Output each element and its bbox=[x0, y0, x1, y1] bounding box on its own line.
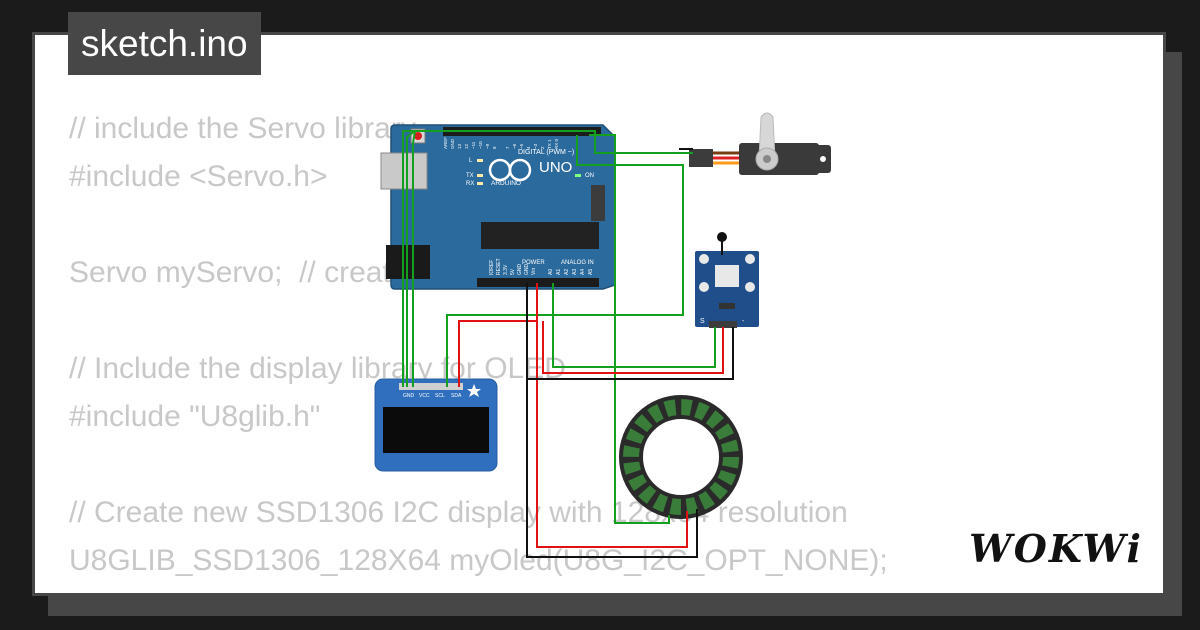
code-line: U8GLIB_SSD1306_128X64 myOled(U8G_I2C_OPT… bbox=[69, 544, 888, 577]
atmega-chip bbox=[481, 222, 599, 249]
ntc-pin-label-s: S bbox=[700, 318, 705, 325]
arduino-logo-right bbox=[508, 158, 532, 182]
reset-button-cap bbox=[414, 132, 422, 140]
pin-label: GND bbox=[517, 264, 523, 276]
code-line: #include <Servo.h> bbox=[69, 160, 328, 193]
oled-pin-label: SCL bbox=[435, 393, 445, 399]
pin-label: 3.3V bbox=[503, 264, 509, 275]
oled-pin-label: VCC bbox=[419, 393, 430, 399]
pin-label: AREF bbox=[443, 137, 448, 149]
pin-label: 7 bbox=[505, 146, 510, 149]
pin-label: A2 bbox=[564, 269, 570, 275]
code-line: // Create new SSD1306 I2C display with 1… bbox=[69, 496, 848, 529]
oled-pin-header bbox=[399, 383, 463, 390]
servo-motor[interactable] bbox=[689, 112, 831, 175]
oled-pin-label: SDA bbox=[451, 393, 462, 399]
pin-label: IOREF bbox=[489, 260, 495, 275]
oled-pin-label: GND bbox=[403, 393, 415, 399]
pin-label: 12 bbox=[464, 143, 469, 149]
servo-body bbox=[739, 143, 819, 175]
pin-label: A1 bbox=[556, 269, 562, 275]
pin-label: 2 bbox=[540, 146, 545, 149]
board-brand: ARDUINO bbox=[491, 180, 521, 187]
led-label-tx: TX bbox=[466, 173, 474, 179]
pin-label: A0 bbox=[548, 269, 554, 275]
led-label-rx: RX bbox=[466, 181, 474, 187]
pin-label: 5V bbox=[510, 268, 516, 275]
board-model: UNO bbox=[539, 159, 572, 176]
ring-leds bbox=[623, 399, 739, 515]
thermistor-bulb bbox=[717, 232, 727, 242]
pin-label: A4 bbox=[580, 269, 586, 275]
pin-label: A3 bbox=[572, 269, 578, 275]
oled-display[interactable]: GND VCC SCL SDA bbox=[374, 378, 498, 472]
power-label: POWER bbox=[522, 260, 545, 266]
pin-label: TX 1 bbox=[547, 139, 552, 149]
pin-label: RESET bbox=[496, 258, 502, 275]
pin-label: ~9 bbox=[485, 143, 490, 149]
code-line: // Include the display library for OLED bbox=[69, 352, 566, 385]
pin-label: 8 bbox=[492, 146, 497, 149]
servo-connector bbox=[689, 149, 713, 167]
pin-label: 13 bbox=[457, 143, 462, 149]
ntc-pin-header bbox=[709, 321, 737, 328]
analog-label: ANALOG IN bbox=[561, 260, 594, 266]
pin-label: 4 bbox=[526, 146, 531, 149]
on-label: ON bbox=[585, 173, 594, 179]
circuit-diagram: DIGITAL (PWM ~) UNO ARDUINO L TX RX ON P… bbox=[374, 112, 831, 558]
pin-label: ~5 bbox=[519, 143, 524, 149]
star-icon bbox=[467, 384, 481, 397]
led-label-l: L bbox=[469, 158, 473, 164]
pin-label: ~3 bbox=[533, 143, 538, 149]
pin-label: A5 bbox=[588, 269, 594, 275]
pin-label: GND bbox=[450, 138, 455, 149]
power-analog-header bbox=[477, 278, 599, 287]
ntc-temperature-sensor[interactable]: S - bbox=[695, 232, 759, 328]
digital-label: DIGITAL (PWM ~) bbox=[518, 149, 574, 156]
ntc-board bbox=[695, 251, 759, 327]
pin-label: ~6 bbox=[512, 143, 517, 149]
wokwi-logo: WOKWi bbox=[969, 526, 1143, 571]
icsp-header bbox=[591, 185, 605, 221]
pin-label: RX 0 bbox=[554, 138, 559, 149]
preview-card: // include the Servo library#include <Se… bbox=[32, 32, 1166, 596]
ntc-pin-label-minus: - bbox=[742, 318, 745, 325]
code-line: #include "U8glib.h" bbox=[69, 400, 321, 433]
pin-label: ~10 bbox=[478, 141, 483, 149]
neopixel-ring[interactable] bbox=[619, 395, 743, 519]
oled-screen bbox=[383, 407, 489, 453]
arduino-uno-board[interactable]: DIGITAL (PWM ~) UNO ARDUINO L TX RX ON P… bbox=[380, 124, 616, 290]
pin-label: ~11 bbox=[471, 141, 476, 149]
file-tab[interactable]: sketch.ino bbox=[68, 12, 261, 75]
wires bbox=[402, 130, 734, 558]
pin-label: GND bbox=[524, 264, 530, 276]
pin-label: Vin bbox=[531, 268, 537, 275]
